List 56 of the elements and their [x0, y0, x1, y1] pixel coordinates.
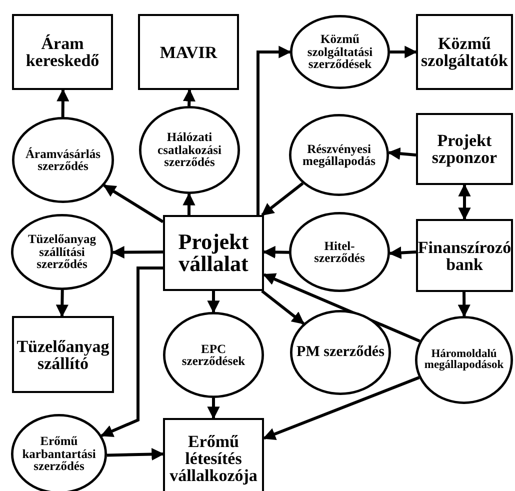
node-label: Áram kereskedő	[24, 35, 100, 69]
arrow	[262, 246, 290, 258]
entity-box	[138, 14, 239, 90]
arrow	[262, 376, 420, 440]
node-label: Tüzelőanyag szállító	[16, 338, 110, 372]
arrow	[106, 448, 164, 461]
contract-ellipse	[290, 15, 390, 89]
arrow	[207, 398, 220, 420]
arrow	[262, 273, 420, 342]
node-label: Projekt szponzor	[430, 132, 498, 166]
arrow	[100, 266, 163, 438]
node-label: MAVIR	[160, 44, 218, 60]
node-label: Hálózati csatlakozási szerződés	[156, 131, 222, 169]
contract-ellipse	[163, 312, 264, 398]
contract-ellipse	[12, 117, 114, 203]
arrow	[388, 246, 416, 260]
contract-ellipse	[415, 316, 513, 404]
arrow	[390, 46, 418, 58]
node-label: PM szerződés	[296, 345, 384, 360]
arrow	[458, 292, 470, 318]
entity-box	[163, 418, 264, 491]
arrow	[207, 291, 220, 314]
arrow	[112, 246, 164, 259]
arrow	[261, 290, 305, 325]
entity-box	[12, 316, 114, 393]
entity-box	[416, 113, 513, 185]
arrow	[458, 184, 471, 220]
node-label: EPC szerződések	[180, 342, 246, 368]
arrow	[103, 184, 164, 224]
arrow	[182, 88, 196, 106]
entity-box	[12, 14, 113, 90]
node-label: Részvényesi megállapodás	[302, 142, 376, 168]
node-label: Erőmű karbantartási szerződés	[21, 435, 97, 473]
arrow	[56, 88, 70, 118]
contract-ellipse	[139, 106, 240, 194]
node-label: Áramvásárlás szerződés	[24, 148, 102, 172]
arrow	[388, 147, 416, 160]
node-label: Erőmű létesítés vállalkozója	[168, 432, 258, 484]
entity-box	[163, 215, 264, 291]
arrow	[261, 182, 304, 216]
entity-box	[416, 14, 513, 90]
node-label: Tüzelőanyag szállítási szerződés	[26, 233, 98, 271]
node-label: Közmű szolgáltatási szerződések	[306, 33, 374, 71]
node-label: Hitel-szerződés	[313, 240, 366, 264]
node-label: Háromoldalú megállapodások	[423, 348, 505, 372]
node-label: Finanszírozó bank	[418, 238, 512, 272]
contract-ellipse	[289, 114, 389, 196]
contract-ellipse	[11, 214, 113, 290]
node-label: Közmű szolgáltatók	[420, 35, 509, 69]
contract-ellipse	[290, 310, 391, 395]
node-label: Projekt vállalat	[177, 231, 250, 275]
entity-box	[416, 219, 513, 292]
contract-ellipse	[289, 212, 390, 292]
arrow	[182, 192, 196, 215]
arrow	[56, 290, 68, 318]
arrow	[256, 46, 292, 215]
